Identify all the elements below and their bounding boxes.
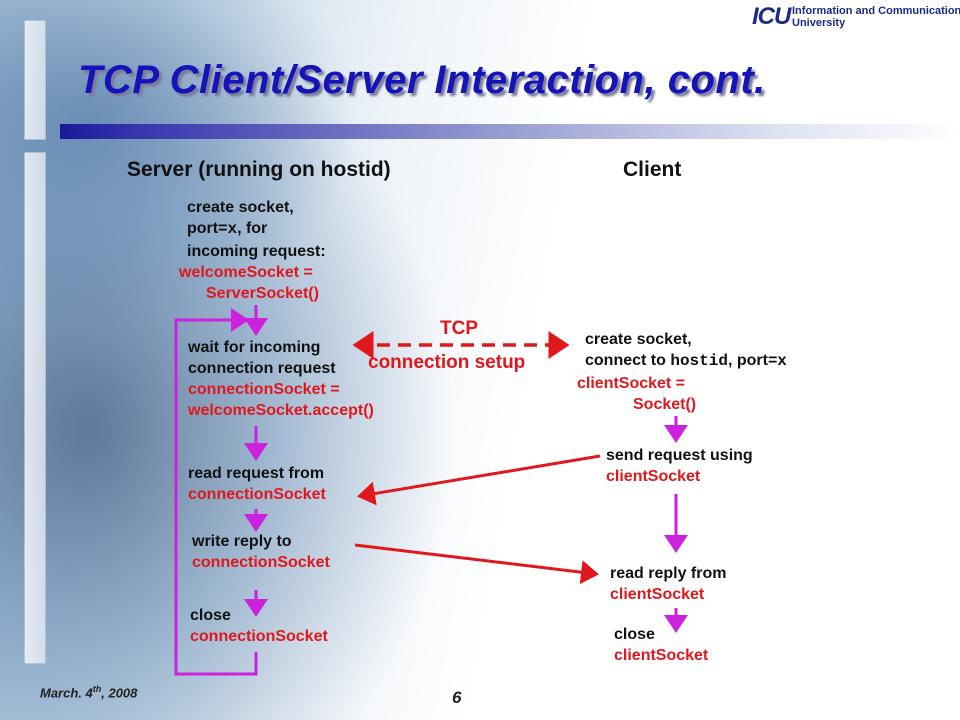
server-read-request: read request from connectionSocket	[188, 465, 326, 503]
tcp-label: TCP	[440, 318, 478, 339]
logo-line-2: University	[792, 17, 846, 29]
server-create-socket: create socket, port=x, for incoming requ…	[187, 199, 326, 260]
client-close: close clientSocket	[614, 626, 709, 664]
server-welcome-socket-code: welcomeSocket = ServerSocket()	[179, 264, 319, 302]
client-send-request: send request using clientSocket	[606, 447, 753, 485]
reply-arrow	[354, 543, 599, 585]
server-header: Server (running on hostid)	[127, 158, 391, 181]
client-create-socket: create socket, connect to hostid, port=x	[585, 331, 787, 370]
client-header: Client	[623, 158, 682, 181]
logo-mark: ICU	[752, 3, 791, 30]
server-wait-accept: wait for incoming connection request con…	[188, 339, 374, 419]
request-arrow	[357, 454, 601, 506]
title-underline	[60, 124, 960, 139]
client-read-reply: read reply from clientSocket	[610, 565, 727, 603]
page-number: 6	[452, 688, 462, 707]
client-socket-code: clientSocket = Socket()	[577, 375, 697, 413]
server-close: close connectionSocket	[190, 607, 328, 645]
decor-bar-bottom	[24, 152, 46, 664]
connection-setup-label: connection setup	[368, 352, 526, 373]
decor-bar-top	[24, 20, 46, 140]
footer-date: March. 4th, 2008	[40, 684, 138, 701]
server-write-reply: write reply to connectionSocket	[192, 533, 330, 571]
university-logo: ICU Information and Communications Unive…	[752, 3, 960, 33]
slide-title: TCP Client/Server Interaction, cont.	[78, 58, 766, 102]
server-loop-line	[174, 318, 258, 676]
logo-line-1: Information and Communications	[792, 5, 960, 17]
